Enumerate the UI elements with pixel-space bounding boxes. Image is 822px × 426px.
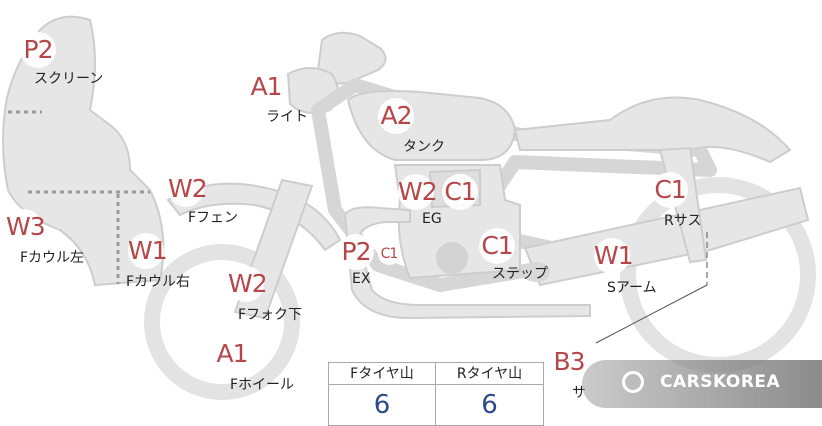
marker-label-ffender: Fフェン <box>188 210 239 226</box>
leader-line <box>595 284 708 344</box>
front-tire-value: 6 <box>329 385 436 425</box>
carskorea-watermark: CARSKOREA <box>582 360 822 408</box>
marker-label-step: ステップ <box>492 266 548 282</box>
marker-code-b3-rear: B3 <box>551 344 587 380</box>
marker-code-w2-ffender: W2 <box>168 171 208 207</box>
tire-tread-table: Fタイヤ山 Rタイヤ山 6 6 <box>328 362 544 426</box>
marker-code-p2-screen: P2 <box>20 32 56 68</box>
front-wheel <box>144 244 300 400</box>
marker-label-fcowl-left: Fカウル左 <box>20 250 85 266</box>
marker-label-eg: EG <box>422 211 442 227</box>
marker-label-ex: EX <box>352 271 371 287</box>
rear-tire-value: 6 <box>481 390 498 420</box>
seat-shape <box>513 96 792 164</box>
front-tire-header: Fタイヤ山 <box>329 363 436 385</box>
marker-code-w1-sarm: W1 <box>594 238 634 274</box>
carskorea-logo-icon <box>622 371 644 393</box>
marker-code-w2-ffork: W2 <box>228 266 268 302</box>
marker-code-w3-fcowl-left: W3 <box>6 209 46 245</box>
marker-code-a1-light: A1 <box>248 69 284 105</box>
marker-label-fwheel: Fホイール <box>230 377 295 393</box>
marker-label-ffork: Fフォク下 <box>238 307 303 323</box>
marker-label-sarm: Sアーム <box>607 280 657 296</box>
marker-label-tank: タンク <box>403 139 445 155</box>
rear-tire-header: Rタイヤ山 <box>436 363 543 385</box>
marker-code-c1-rsus: C1 <box>652 172 688 208</box>
front-cowl-shape <box>2 15 165 287</box>
marker-code-c1-step: C1 <box>479 228 515 264</box>
marker-code-w2-eg: W2 <box>398 174 438 210</box>
engine-cover-shape <box>436 242 468 274</box>
marker-code-a1-fwheel: A1 <box>214 336 250 372</box>
watermark-text: CARSKOREA <box>660 372 781 392</box>
marker-label-fcowl-right: Fカウル右 <box>126 274 191 290</box>
footpeg-shape <box>522 262 550 282</box>
marker-code-a2-tank: A2 <box>378 98 414 134</box>
marker-code-p2-ex: P2 <box>338 234 374 270</box>
marker-code-w1-fcowl-right: W1 <box>128 233 168 269</box>
marker-label-light: ライト <box>266 109 308 125</box>
marker-code-c1-eg: C1 <box>442 174 478 210</box>
marker-code-c1-ex-small: C1 <box>378 243 400 265</box>
exhaust-shape <box>343 206 591 320</box>
marker-label-screen: スクリーン <box>34 71 104 87</box>
marker-label-rsus: Rサス <box>664 213 702 229</box>
